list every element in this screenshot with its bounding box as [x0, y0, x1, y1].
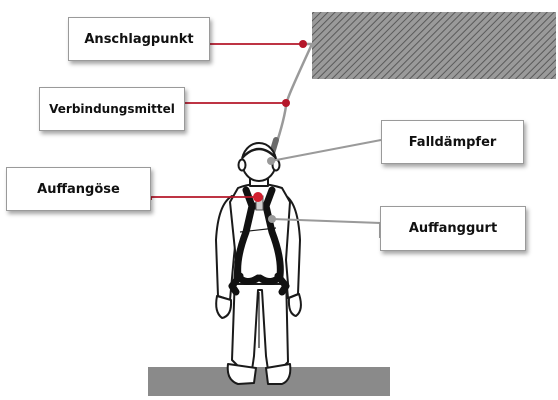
anchor-point-marker [299, 40, 307, 48]
right-hand [289, 294, 301, 316]
label-shock-absorber: Falldämpfer [381, 120, 524, 164]
attachment-eye-marker [253, 192, 263, 202]
anchor-structure [312, 12, 556, 79]
label-attachment-eye-text: Auffangöse [37, 182, 120, 197]
connecting-means-marker [282, 99, 290, 107]
label-harness-text: Auffanggurt [409, 221, 497, 236]
leader-shock-absorber [271, 140, 381, 161]
label-connecting-means-text: Verbindungsmittel [49, 102, 175, 116]
harness-marker [268, 215, 276, 223]
left-shoe [228, 364, 256, 384]
left-ear [239, 160, 246, 171]
worker-figure [216, 143, 301, 384]
label-shock-absorber-text: Falldämpfer [409, 135, 497, 150]
label-anchor-point: Anschlagpunkt [68, 17, 210, 61]
label-anchor-point-text: Anschlagpunkt [84, 32, 193, 47]
label-harness: Auffanggurt [380, 206, 526, 251]
label-attachment-eye: Auffangöse [6, 167, 151, 211]
label-connecting-means: Verbindungsmittel [39, 87, 185, 131]
left-hand [216, 296, 231, 318]
right-shoe [266, 364, 290, 384]
legs [232, 274, 288, 372]
shock-absorber-marker [267, 157, 275, 165]
